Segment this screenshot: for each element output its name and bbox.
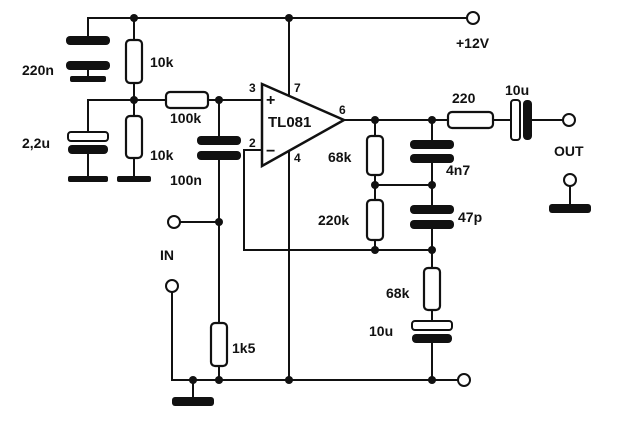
label-1k5: 1k5 xyxy=(232,340,256,356)
label-4n7: 4n7 xyxy=(446,162,470,178)
opamp-pin-7: 7 xyxy=(294,81,301,95)
terminal-supply xyxy=(466,11,480,25)
opamp-pin-3: 3 xyxy=(249,81,256,95)
ground-symbol-output xyxy=(549,204,591,213)
opamp-plus-sign: + xyxy=(266,92,275,109)
label-220-output: 220 xyxy=(452,90,476,106)
label-output: OUT xyxy=(554,143,584,159)
opamp-pin-2: 2 xyxy=(249,136,256,150)
opamp-triangle xyxy=(260,82,347,169)
capacitor-4n7 xyxy=(410,140,454,163)
ground-symbol-input xyxy=(172,397,214,406)
capacitor-100n xyxy=(197,136,241,160)
wires xyxy=(87,17,571,399)
terminal-ground-rail xyxy=(457,373,471,387)
label-10u-output: 10u xyxy=(505,82,529,98)
resistor-68k-feedback xyxy=(365,134,385,177)
label-10u-ground: 10u xyxy=(369,323,393,339)
opamp-minus-sign: − xyxy=(266,143,275,160)
label-47p: 47p xyxy=(458,209,482,225)
capacitor-220n xyxy=(66,36,110,82)
label-100n: 100n xyxy=(170,172,202,188)
terminal-input-signal xyxy=(167,215,181,229)
terminal-output-signal xyxy=(562,113,576,127)
label-100k: 100k xyxy=(170,110,201,126)
resistor-1k5 xyxy=(209,321,229,368)
label-68k-ground: 68k xyxy=(386,285,410,301)
label-220n: 220n xyxy=(22,62,54,78)
opamp-part-label: TL081 xyxy=(268,114,311,131)
opamp-pin-6: 6 xyxy=(339,103,346,117)
capacitor-47p xyxy=(410,205,454,229)
resistor-220k-feedback xyxy=(365,198,385,242)
capacitor-10u-output xyxy=(510,99,532,141)
resistor-68k-ground xyxy=(422,266,442,312)
resistor-10k-bottom xyxy=(124,114,144,160)
junction-dots xyxy=(130,14,436,384)
resistor-100k xyxy=(164,90,210,110)
opamp-tl081: TL081 + − 3 2 7 4 6 xyxy=(249,81,347,169)
terminal-input-ground xyxy=(165,279,179,293)
label-68k-feedback: 68k xyxy=(328,149,352,165)
resistor-10k-top xyxy=(124,38,144,85)
ground-10k-bottom xyxy=(117,176,151,182)
labels: +12V 220n 10k 10k 2,2u 100k 100n 68k 220… xyxy=(22,35,584,356)
resistors xyxy=(124,38,495,381)
label-supply: +12V xyxy=(456,35,490,51)
capacitor-10u-ground xyxy=(411,320,453,343)
label-input: IN xyxy=(160,247,174,263)
opamp-pin-4: 4 xyxy=(294,151,301,165)
resistor-220-output xyxy=(446,110,495,130)
label-10k-top: 10k xyxy=(150,54,174,70)
label-2-2u: 2,2u xyxy=(22,135,50,151)
capacitor-2-2u xyxy=(67,131,109,182)
terminal-output-ground xyxy=(563,173,577,187)
label-220k-feedback: 220k xyxy=(318,212,349,228)
label-10k-bottom: 10k xyxy=(150,147,174,163)
capacitors xyxy=(66,36,532,343)
